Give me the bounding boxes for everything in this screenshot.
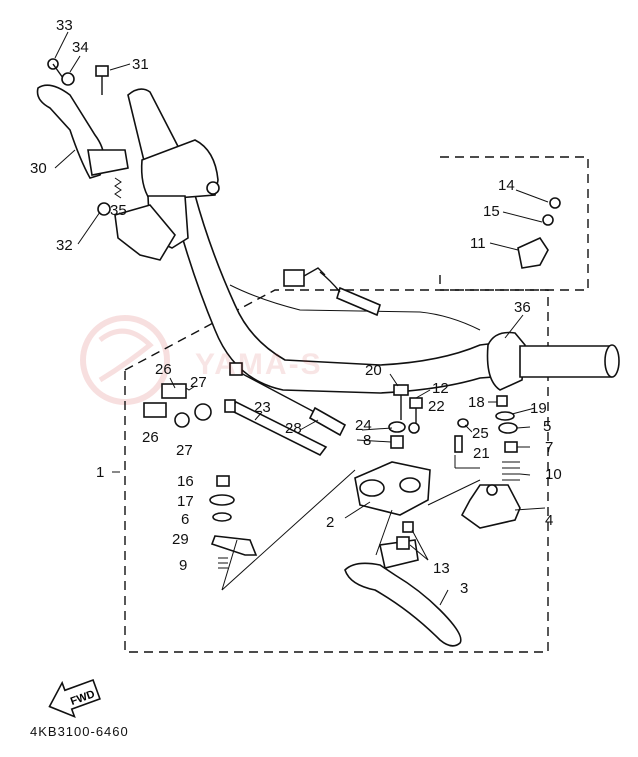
screw-18: [496, 395, 508, 407]
callout-22: 22: [428, 398, 445, 415]
callout-21: 21: [473, 445, 490, 462]
washer-5: [498, 422, 518, 434]
plate-29: [210, 535, 258, 556]
washer-22: [408, 422, 420, 434]
bolt-20: [393, 384, 409, 420]
callout-32: 32: [56, 237, 73, 254]
washer-24: [388, 421, 406, 433]
wire-connector: [283, 267, 381, 317]
lever-3: [344, 539, 462, 647]
bolt-31: [95, 65, 109, 95]
callout-10: 10: [545, 466, 562, 483]
callout-15: 15: [483, 203, 500, 220]
callout-1: 1: [96, 464, 104, 481]
callout-8: 8: [363, 432, 371, 449]
callout-36: 36: [514, 299, 531, 316]
callout-5: 5: [543, 418, 551, 435]
switch-boundary: [439, 156, 589, 291]
callout-17: 17: [177, 493, 194, 510]
callout-30: 30: [30, 160, 47, 177]
callout-16: 16: [177, 473, 194, 490]
washer-17: [209, 494, 235, 506]
spring-35: [114, 177, 122, 199]
piston-7: [504, 441, 518, 453]
nut-13: [396, 521, 414, 550]
handlebar: [171, 194, 521, 394]
callout-23: 23: [254, 399, 271, 416]
callout-3: 3: [460, 580, 468, 597]
callout-29: 29: [172, 531, 189, 548]
washer-15: [542, 214, 554, 226]
spring-9: [218, 557, 228, 569]
callout-24: 24: [355, 417, 372, 434]
washer-19: [495, 411, 515, 421]
nut-34: [61, 72, 75, 86]
bolt-12: [409, 397, 423, 425]
switch-housing-36: [486, 331, 620, 391]
callout-14: 14: [498, 177, 515, 194]
callout-12: 12: [432, 380, 449, 397]
adjuster-26-upper: [161, 383, 196, 399]
clamp-11: [517, 236, 549, 269]
callout-35: 35: [110, 202, 127, 219]
left-lever: [36, 84, 129, 179]
callout-34: 34: [72, 39, 89, 56]
screw-33: [47, 58, 64, 79]
callout-26-upper: 26: [155, 361, 172, 378]
screw-14: [549, 197, 561, 209]
cable-28: [229, 362, 347, 437]
nut-27-upper: [194, 403, 212, 421]
adjuster-26-lower: [143, 402, 167, 418]
cable-23: [224, 399, 328, 457]
callout-9: 9: [179, 557, 187, 574]
drawing-code: 4KB3100-6460: [30, 724, 129, 739]
callout-13: 13: [433, 560, 450, 577]
callout-33: 33: [56, 17, 73, 34]
pin-21: [454, 435, 463, 453]
callout-2: 2: [326, 514, 334, 531]
collar-8: [390, 435, 404, 449]
callout-20: 20: [365, 362, 382, 379]
washer-6: [212, 512, 232, 522]
nut-27-lower: [174, 412, 190, 428]
callout-27-lower: 27: [176, 442, 193, 459]
watermark-text: YAMA-S: [195, 348, 323, 381]
left-grip: [114, 88, 220, 261]
callout-11: 11: [470, 235, 486, 252]
callout-numbers: 33 34 31 30 35 32 14 15 11 36 26 27 20 1…: [30, 17, 562, 597]
callout-25: 25: [472, 425, 489, 442]
switch-4: [460, 484, 521, 529]
callout-27-upper: 27: [190, 374, 207, 391]
callout-19: 19: [530, 400, 547, 417]
assembly-boundary: [124, 289, 549, 653]
callout-4: 4: [545, 512, 553, 529]
lever-bracket-2: [354, 461, 431, 516]
callout-6: 6: [181, 511, 189, 528]
washer-32: [97, 202, 111, 216]
leader-lines: [54, 31, 549, 606]
bolt-16: [216, 475, 230, 487]
spring-10: [502, 461, 520, 481]
callout-31: 31: [132, 56, 149, 73]
callout-18: 18: [468, 394, 485, 411]
fwd-arrow-icon: FWD: [48, 679, 101, 719]
callout-7: 7: [545, 439, 553, 456]
callout-26-lower: 26: [142, 429, 159, 446]
callout-28: 28: [285, 420, 302, 437]
